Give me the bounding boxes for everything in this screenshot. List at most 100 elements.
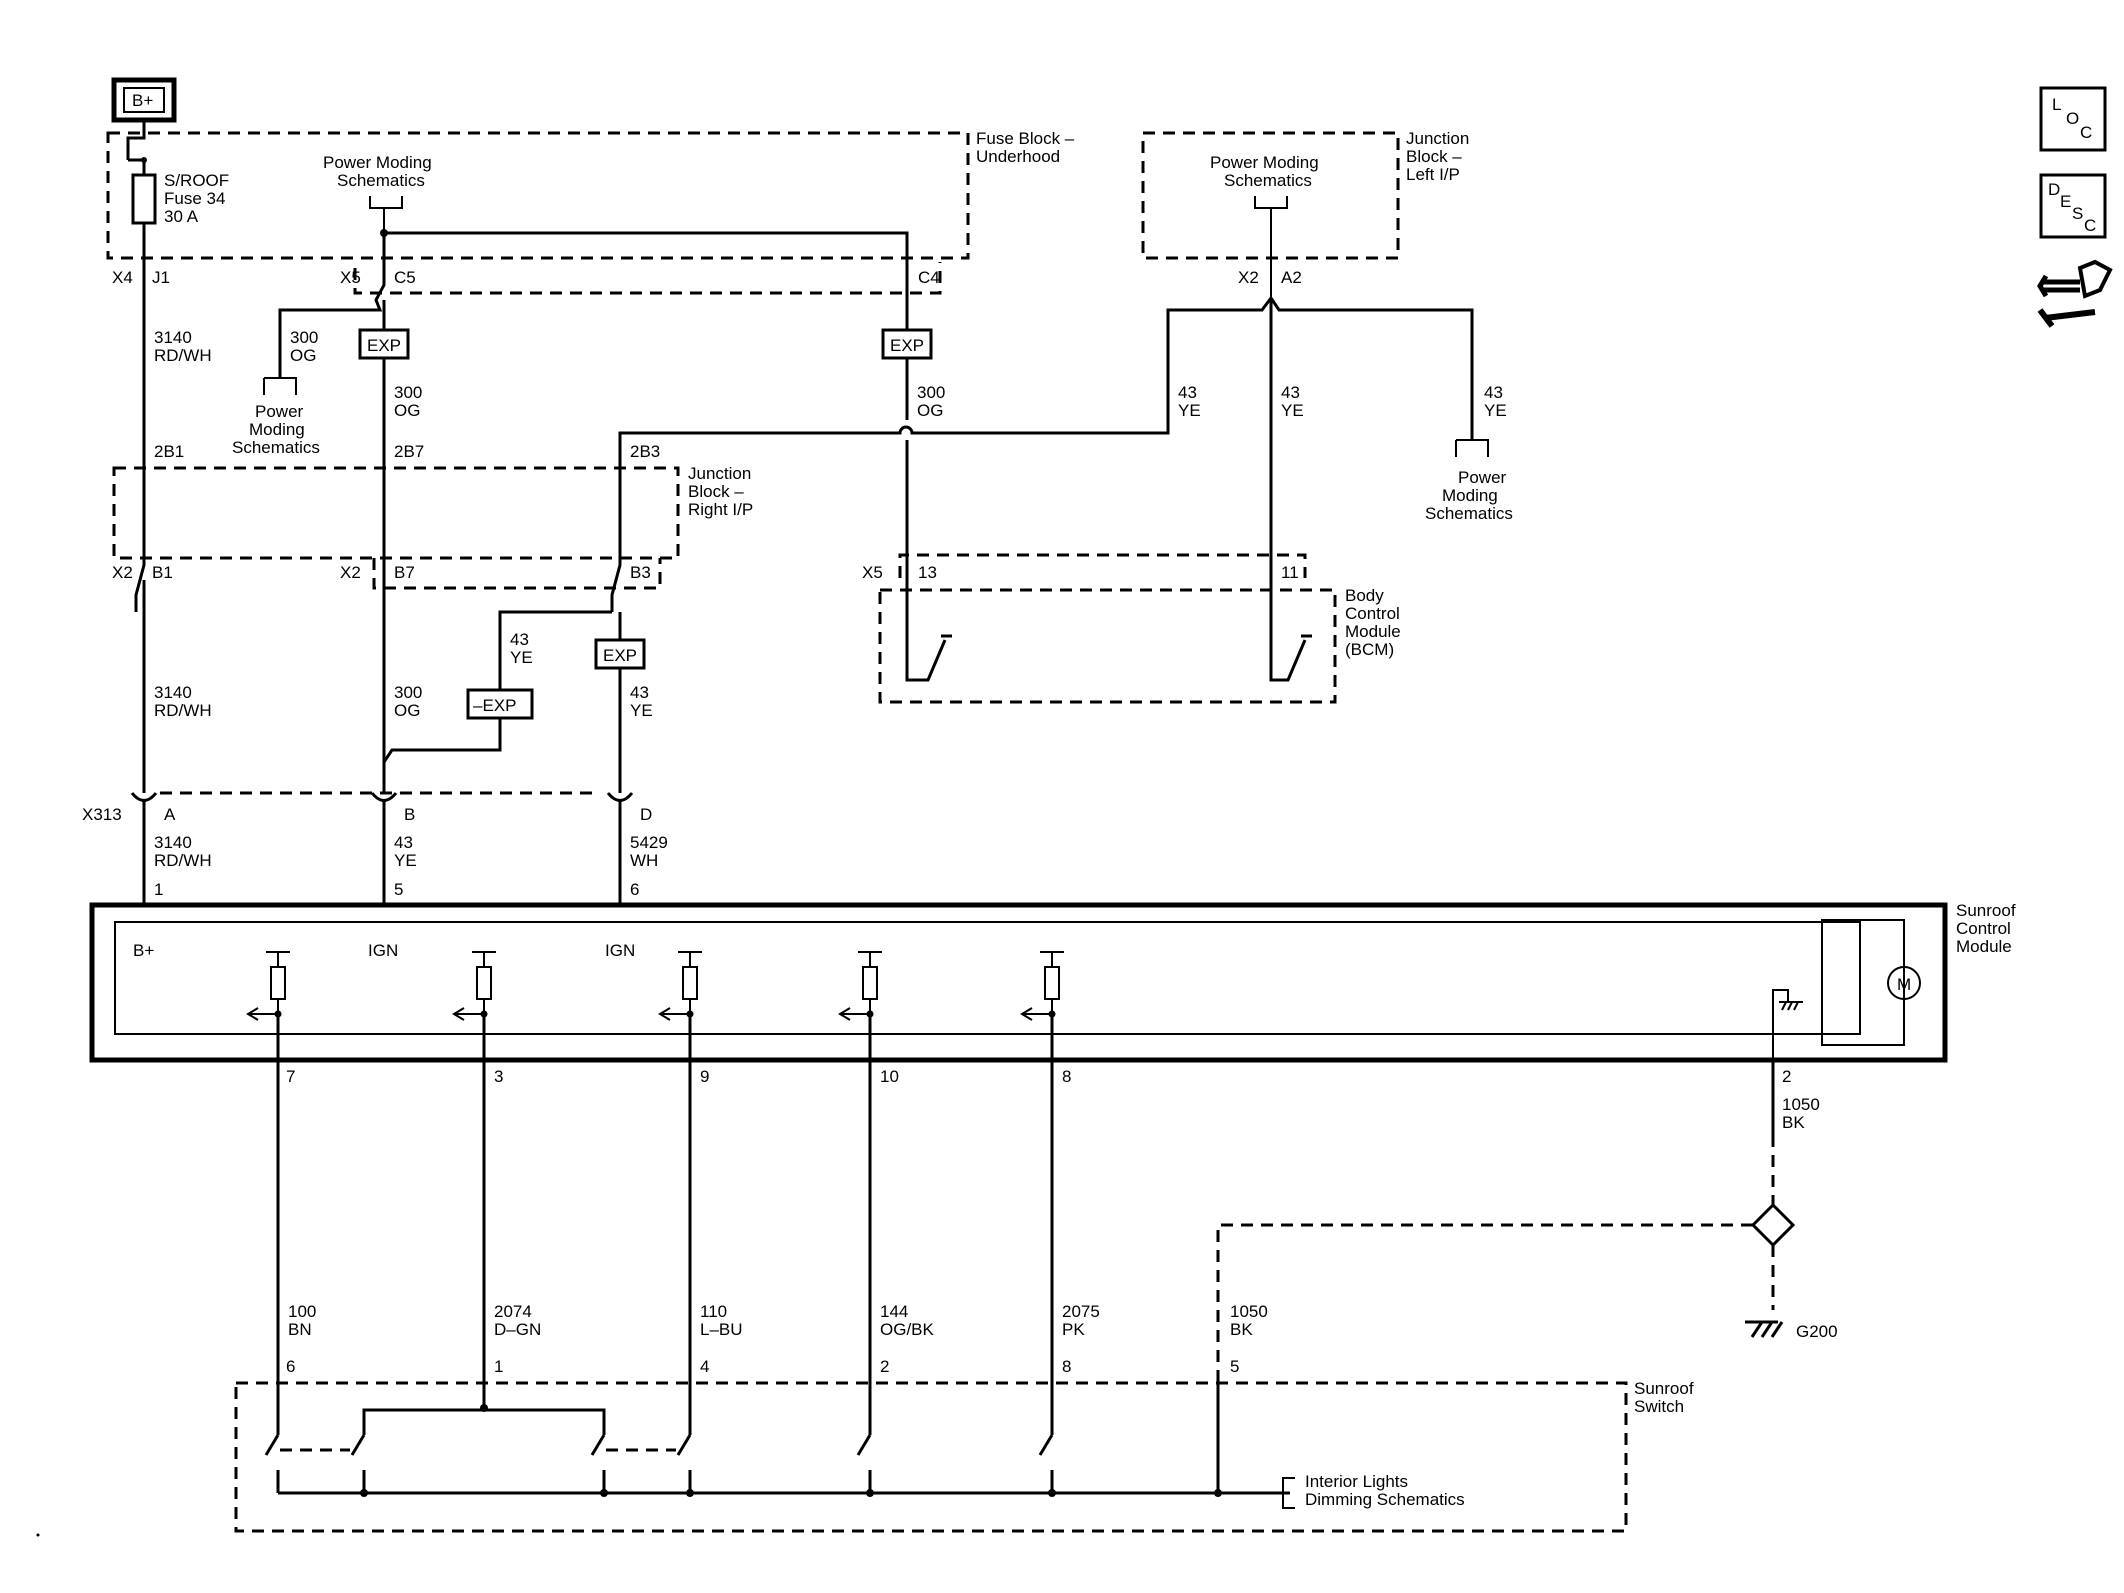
bcm-label: (BCM) <box>1345 640 1394 659</box>
exp-box-3 <box>594 638 646 670</box>
fuse-block-underhood <box>106 131 970 260</box>
wire-144-label: 144 <box>880 1302 908 1321</box>
wire-5429-label: WH <box>630 851 658 870</box>
exp-label: EXP <box>603 646 637 665</box>
connector-x2-b1: X2 <box>112 563 133 582</box>
fuse-bus-wire <box>384 231 909 330</box>
wire-2075-label: 2075 <box>1062 1302 1100 1321</box>
wire-3140-label: 3140 <box>154 833 192 852</box>
wire-3140 <box>134 223 146 612</box>
pullup-resistor <box>452 951 496 1021</box>
wire-300-label: OG <box>394 701 420 720</box>
wire-43-neg-exp <box>498 610 612 690</box>
loc-icon[interactable]: L O C <box>2039 86 2107 152</box>
pin-b7: B7 <box>394 563 415 582</box>
sunroof-module-label: Sunroof <box>1956 901 2016 920</box>
sunroof-control-module <box>89 902 1948 1063</box>
power-moding-ref-4: Power <box>1458 468 1507 487</box>
wire-43-label: 43 <box>630 683 649 702</box>
connector-view-icon[interactable] <box>2037 259 2113 328</box>
wire-43-label: YE <box>510 648 533 667</box>
sunroof-switch-label: Sunroof <box>1634 1379 1694 1398</box>
pin-b: B <box>404 805 415 824</box>
motor-icon <box>1887 966 1921 1000</box>
wire-43-label: 43 <box>1484 383 1503 402</box>
pullup-resistor <box>658 951 702 1021</box>
ground-splice-wire <box>1216 1223 1753 1370</box>
fuse-label: S/ROOF <box>164 171 229 190</box>
bcm-connector-strip <box>898 553 1307 578</box>
bcm-label: Control <box>1345 604 1400 623</box>
splice-diamond <box>1750 1202 1796 1248</box>
exp-box-2 <box>881 328 933 360</box>
fuse-block-label: Underhood <box>976 147 1060 166</box>
jb-right-label: Right I/P <box>688 500 753 519</box>
module-input-label: IGN <box>368 941 398 960</box>
wire-100-label: BN <box>288 1320 312 1339</box>
wire-43-label: YE <box>1281 401 1304 420</box>
wire-110-label: 110 <box>700 1302 727 1321</box>
jb-left-label: Junction <box>1406 129 1469 148</box>
wire-5429-label: 5429 <box>630 833 668 852</box>
switch-pin: 5 <box>1230 1357 1239 1376</box>
sunroof-module-inner <box>114 921 1861 1035</box>
power-moding-connector <box>369 196 403 233</box>
wire-43-neg-exp-lower <box>382 718 502 763</box>
pullup-resistor <box>246 951 290 1021</box>
desc-icon[interactable]: D E S C <box>2039 173 2107 239</box>
wire-43-label: YE <box>394 851 417 870</box>
connector-x5-bcm: X5 <box>862 563 883 582</box>
power-moding-ref-3: Schematics <box>1224 171 1312 190</box>
jb-right-label: Block – <box>688 482 744 501</box>
svg-text:S: S <box>2072 204 2083 223</box>
sunroof-switch-label: Switch <box>1634 1397 1684 1416</box>
pin-c5: C5 <box>394 268 416 287</box>
pullup-resistor <box>838 951 882 1021</box>
switch-pin: 4 <box>700 1357 709 1376</box>
pin-c4: C4 <box>918 268 940 287</box>
x313-lower-wires <box>142 800 622 905</box>
bcm-label: Module <box>1345 622 1401 641</box>
power-moding-connector-3 <box>1254 196 1288 298</box>
wire-3140-label: RD/WH <box>154 346 212 365</box>
pin-13: 13 <box>918 563 937 582</box>
wire-43-label: 43 <box>394 833 413 852</box>
wire-3140-label: RD/WH <box>154 851 212 870</box>
module-pin: 9 <box>700 1067 709 1086</box>
module-pin: 5 <box>394 880 403 899</box>
exp-label: –EXP <box>473 696 516 715</box>
jb-right-label: Junction <box>688 464 751 483</box>
wire-1050-label: 1050 <box>1230 1302 1268 1321</box>
svg-text:C: C <box>2080 123 2092 142</box>
wire-300-label: OG <box>290 346 316 365</box>
power-moding-connector-2 <box>263 377 297 395</box>
module-pin: 3 <box>494 1067 503 1086</box>
module-input-label: IGN <box>605 941 635 960</box>
ground-g200-icon <box>1745 1320 1784 1338</box>
module-pin: 7 <box>286 1067 295 1086</box>
power-moding-ref-4: Schematics <box>1425 504 1513 523</box>
interior-lights-ref: Dimming Schematics <box>1305 1490 1465 1509</box>
wire-1050-label: 1050 <box>1782 1095 1820 1114</box>
pin-2b3: 2B3 <box>630 442 660 461</box>
switch-pin: 1 <box>494 1357 503 1376</box>
pin-b3: B3 <box>630 563 651 582</box>
connector-x5: X5 <box>340 268 361 287</box>
wire-1050-label: BK <box>1230 1320 1253 1339</box>
svg-text:C: C <box>2084 216 2096 235</box>
pin-11: 11 <box>1281 563 1299 582</box>
battery-label: B+ <box>132 91 153 110</box>
wire-43-left <box>610 297 1273 612</box>
switch-contacts <box>264 1434 1054 1493</box>
wire-43-label: YE <box>1178 401 1201 420</box>
wire-3140-label: 3140 <box>154 328 192 347</box>
pin-a: A <box>164 805 176 824</box>
wire-3140-label: 3140 <box>154 683 192 702</box>
motor-housing <box>1821 919 1905 1046</box>
neg-exp-box <box>466 688 534 720</box>
bcm-label: Body <box>1345 586 1384 605</box>
pin-j1: J1 <box>152 268 170 287</box>
wire-300-label: 300 <box>290 328 318 347</box>
module-input-label: B+ <box>133 941 154 960</box>
body-control-module <box>878 588 1337 704</box>
